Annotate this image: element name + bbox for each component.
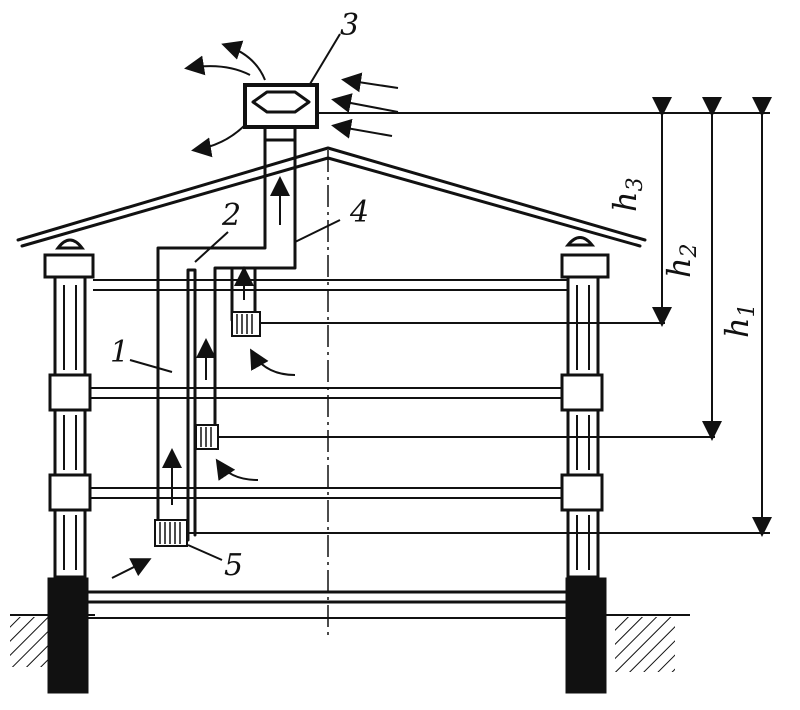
dimension-lines — [188, 97, 772, 537]
dim-label-h3: h3 — [606, 177, 648, 212]
left-column — [43, 238, 95, 694]
floor-beams — [86, 279, 568, 619]
label-1: 1 — [110, 335, 129, 370]
svg-text:h2: h2 — [660, 243, 702, 278]
dim-label-h2: h2 — [660, 243, 702, 278]
leader-lines — [129, 33, 341, 561]
label-3: 3 — [340, 8, 359, 43]
right-column — [560, 236, 610, 694]
label-2: 2 — [221, 198, 241, 233]
deflector-cap — [184, 40, 399, 158]
svg-text:h1: h1 — [718, 303, 760, 338]
dim-label-h1: h1 — [718, 303, 760, 338]
svg-text:h3: h3 — [606, 177, 648, 212]
ventilation-duct — [111, 138, 297, 579]
label-5: 5 — [224, 548, 243, 583]
label-4: 4 — [349, 195, 369, 230]
ground — [10, 614, 690, 672]
roof — [16, 146, 647, 248]
